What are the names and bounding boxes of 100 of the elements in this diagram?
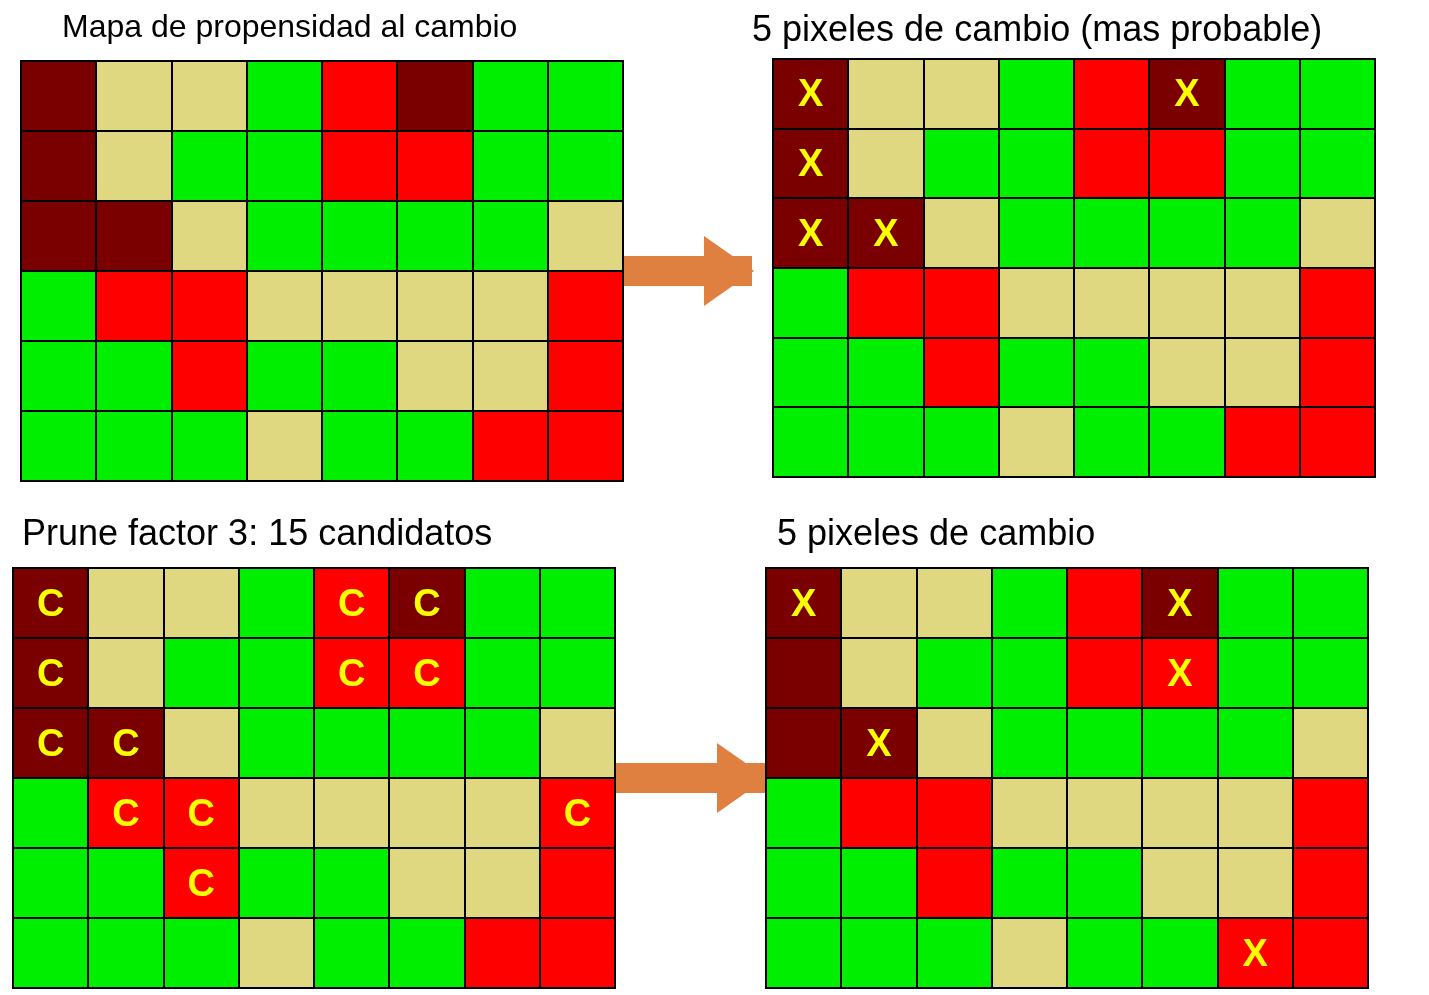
map-cell — [1300, 199, 1374, 267]
marked-map-cell: C — [390, 569, 464, 637]
map-cell — [323, 132, 397, 200]
map-cell — [849, 338, 923, 407]
map-cell — [1300, 338, 1374, 407]
map-cell — [239, 639, 313, 707]
map-cell — [465, 779, 539, 847]
map-cell — [842, 569, 916, 637]
map-cell — [992, 569, 1066, 637]
map-cell — [164, 639, 238, 707]
marked-map-cell: X — [774, 60, 848, 128]
map-cell — [1293, 919, 1367, 987]
map-cell — [465, 639, 539, 707]
map-cell — [97, 342, 171, 410]
map-cell — [999, 408, 1073, 476]
map-cell — [1225, 199, 1299, 267]
map-cell — [398, 342, 472, 410]
map-cell — [1225, 129, 1299, 198]
map-cell — [917, 709, 991, 777]
marked-map-cell: C — [540, 779, 614, 847]
map-cell — [1150, 199, 1224, 267]
map-cell — [239, 709, 313, 777]
map-cell — [14, 849, 88, 917]
map-cell — [774, 338, 848, 407]
map-cell — [1225, 269, 1299, 337]
map-cell — [774, 269, 848, 337]
map-cell — [548, 342, 622, 410]
map-cell — [540, 639, 614, 707]
map-cell — [89, 639, 163, 707]
map-cell — [774, 408, 848, 476]
map-cell — [842, 919, 916, 987]
map-cell — [172, 412, 246, 480]
map-cell — [992, 919, 1066, 987]
map-cell — [849, 408, 923, 476]
grid-title: 5 pixeles de cambio — [777, 512, 1096, 554]
map-cell — [97, 62, 171, 130]
map-cell — [548, 62, 622, 130]
marked-map-cell: C — [89, 709, 163, 777]
map-cell — [1143, 779, 1217, 847]
map-cell — [465, 709, 539, 777]
map-cell — [473, 62, 547, 130]
map-cell — [22, 412, 96, 480]
map-cell — [917, 779, 991, 847]
map-cell — [999, 269, 1073, 337]
map-cell — [1068, 639, 1142, 707]
map-cell — [849, 60, 923, 128]
map-cell — [172, 272, 246, 340]
map-cell — [323, 412, 397, 480]
marked-map-cell: X — [1143, 569, 1217, 637]
map-cell — [992, 779, 1066, 847]
map-cell — [315, 709, 389, 777]
map-cell — [1150, 269, 1224, 337]
map-cell — [172, 62, 246, 130]
marked-map-cell: X — [1150, 60, 1224, 128]
map-cell — [548, 272, 622, 340]
map-cell — [1150, 338, 1224, 407]
map-cell — [315, 919, 389, 987]
map-cell — [164, 569, 238, 637]
map-cell — [1150, 408, 1224, 476]
map-cell — [917, 849, 991, 917]
map-cell — [548, 202, 622, 270]
map-cell — [239, 569, 313, 637]
map-cell — [465, 849, 539, 917]
map-cell — [1068, 779, 1142, 847]
map-cell — [398, 132, 472, 200]
map-cell — [22, 342, 96, 410]
map-cell — [924, 338, 998, 407]
map-cell — [239, 919, 313, 987]
map-cell — [767, 639, 841, 707]
map-cell — [540, 849, 614, 917]
map-cell — [398, 202, 472, 270]
map-cell — [172, 342, 246, 410]
marked-map-cell: C — [14, 639, 88, 707]
map-cell — [22, 132, 96, 200]
map-cell — [97, 272, 171, 340]
map-cell — [247, 62, 321, 130]
map-cell — [924, 408, 998, 476]
grid-title: 5 pixeles de cambio (mas probable) — [752, 8, 1323, 50]
map-cell — [1218, 779, 1292, 847]
map-cell — [999, 338, 1073, 407]
map-cell — [767, 779, 841, 847]
map-cell — [465, 569, 539, 637]
map-cell — [247, 132, 321, 200]
map-cell — [1075, 408, 1149, 476]
map-cell — [1293, 639, 1367, 707]
marked-map-cell: C — [164, 779, 238, 847]
map-cell — [548, 412, 622, 480]
marked-map-cell: C — [14, 569, 88, 637]
map-cell — [1150, 129, 1224, 198]
grid-title: Prune factor 3: 15 candidatos — [22, 512, 493, 554]
map-cell — [1075, 60, 1149, 128]
map-cell — [992, 709, 1066, 777]
map-cell — [14, 919, 88, 987]
map-cell — [323, 62, 397, 130]
map-cell — [767, 849, 841, 917]
map-cell — [473, 202, 547, 270]
map-cell — [999, 60, 1073, 128]
map-cell — [1068, 919, 1142, 987]
map-cell — [239, 849, 313, 917]
map-cell — [89, 569, 163, 637]
